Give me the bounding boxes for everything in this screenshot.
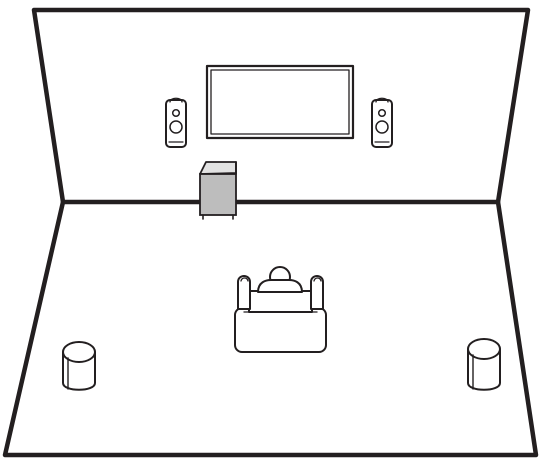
room-outline-icon — [2, 7, 539, 458]
subwoofer-icon — [199, 161, 237, 220]
tv-screen-icon — [205, 64, 355, 140]
front-right-speaker-icon — [371, 97, 393, 148]
front-left-speaker-icon — [165, 97, 187, 148]
listener-on-sofa-icon — [234, 266, 327, 353]
surround-left-speaker-icon — [62, 341, 96, 391]
surround-right-speaker-icon — [467, 338, 501, 391]
